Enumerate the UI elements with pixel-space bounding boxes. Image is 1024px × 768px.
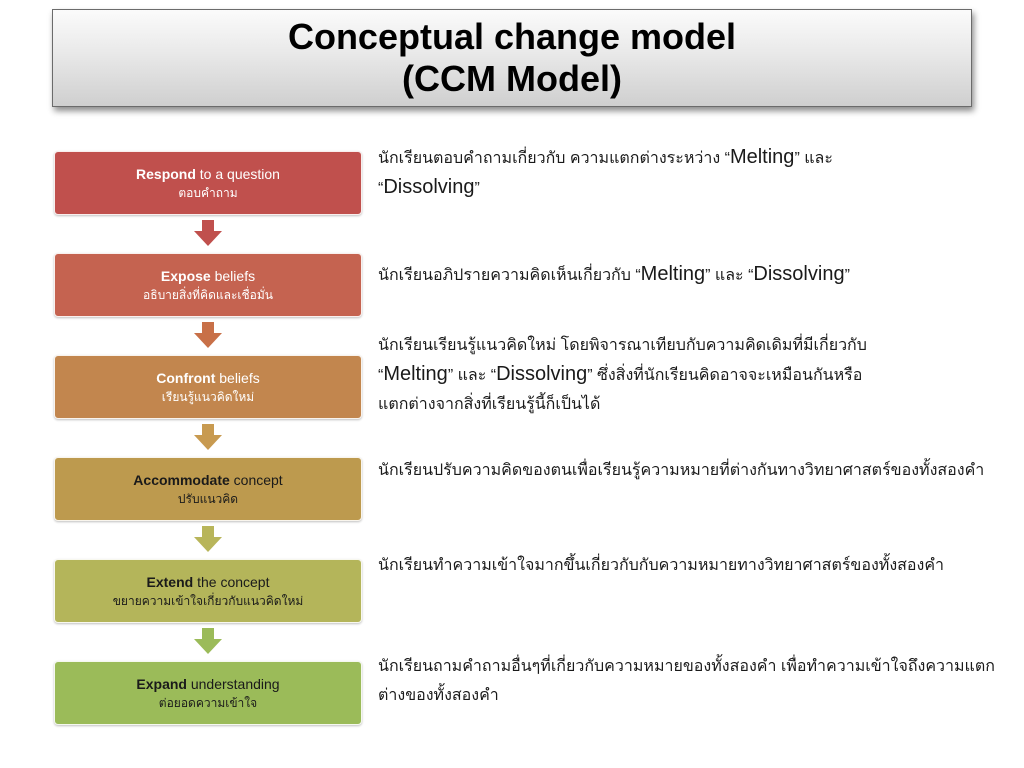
step-keyword: Extend xyxy=(146,574,194,590)
description-expose: นักเรียนอภิปรายความคิดเห็นเกี่ยวกับ “Mel… xyxy=(378,260,1003,290)
description-confront: นักเรียนเรียนรู้แนวคิดใหม่ โดยพิจารณาเที… xyxy=(378,331,1003,419)
description-expand: นักเรียนถามคำถามอื่นๆที่เกี่ยวกับความหมา… xyxy=(378,658,995,704)
step-keyword: Expand xyxy=(136,676,187,692)
desc-text: ” และ xyxy=(794,150,833,167)
desc-term: Dissolving xyxy=(496,363,588,385)
desc-text: ” และ “ xyxy=(705,267,754,284)
step-expand: Expand understanding ต่อยอดความเข้าใจ xyxy=(54,661,362,725)
desc-term: Melting xyxy=(729,146,795,168)
step-keyword: Confront xyxy=(156,370,216,386)
down-arrow-icon xyxy=(194,220,222,246)
title-box: Conceptual change model (CCM Model) xyxy=(52,9,972,107)
step-label: understanding xyxy=(186,676,280,692)
step-respond: Respond to a question ตอบคำถาม xyxy=(54,151,362,215)
step-extend: Extend the concept ขยายความเข้าใจเกี่ยวก… xyxy=(54,559,362,623)
desc-term: Dissolving xyxy=(753,263,845,285)
description-accommodate: นักเรียนปรับความคิดของตนเพื่อเรียนรู้ควา… xyxy=(378,462,985,479)
step-thai-label: ต่อยอดความเข้าใจ xyxy=(158,696,258,710)
desc-term: Dissolving xyxy=(383,176,475,198)
desc-text: ” xyxy=(844,267,850,284)
desc-text: นักเรียนตอบคำถามเกี่ยวกับ ความแตกต่างระห… xyxy=(378,150,730,167)
title-line-1: Conceptual change model xyxy=(287,16,737,57)
step-confront: Confront beliefs เรียนรู้แนวคิดใหม่ xyxy=(54,355,362,419)
step-thai-label: อธิบายสิ่งที่คิดและเชื่อมั่น xyxy=(143,288,273,302)
desc-text: นักเรียนอภิปรายความคิดเห็นเกี่ยวกับ “ xyxy=(378,267,641,284)
step-keyword: Accommodate xyxy=(133,472,230,488)
desc-text: ” และ “ xyxy=(447,367,497,384)
desc-text: ” xyxy=(474,180,480,197)
step-label: to a question xyxy=(195,166,280,182)
step-thai-label: ปรับแนวคิด xyxy=(177,492,239,506)
step-thai-label: ตอบคำถาม xyxy=(178,186,238,200)
step-thai-label: ขยายความเข้าใจเกี่ยวกับแนวคิดใหม่ xyxy=(112,594,304,608)
desc-text: “ xyxy=(378,180,384,197)
step-keyword: Expose xyxy=(160,268,211,284)
down-arrow-icon xyxy=(194,526,222,552)
desc-text: “ xyxy=(378,367,384,384)
description-respond: นักเรียนตอบคำถามเกี่ยวกับ ความแตกต่างระห… xyxy=(378,143,1003,203)
title-line-2: (CCM Model) xyxy=(402,58,622,99)
step-keyword: Respond xyxy=(136,166,196,182)
step-label: beliefs xyxy=(215,370,260,386)
step-label: the concept xyxy=(193,574,270,590)
down-arrow-icon xyxy=(194,424,222,450)
down-arrow-icon xyxy=(194,322,222,348)
step-label: concept xyxy=(229,472,283,488)
desc-text: นักเรียนเรียนรู้แนวคิดใหม่ โดยพิจารณาเที… xyxy=(378,337,867,354)
desc-term: Melting xyxy=(640,263,706,285)
description-extend: นักเรียนทำความเข้าใจมากขึ้นเกี่ยวกับกับค… xyxy=(378,557,945,574)
down-arrow-icon xyxy=(194,628,222,654)
desc-term: Melting xyxy=(383,363,448,385)
step-thai-label: เรียนรู้แนวคิดใหม่ xyxy=(161,390,255,404)
step-label: beliefs xyxy=(210,268,256,284)
step-expose: Expose beliefs อธิบายสิ่งที่คิดและเชื่อม… xyxy=(54,253,362,317)
step-accommodate: Accommodate concept ปรับแนวคิด xyxy=(54,457,362,521)
desc-text: ” ซึ่งสิ่งที่นักเรียนคิดอาจจะเหมือนกันหร… xyxy=(587,367,863,384)
desc-text: แตกต่างจากสิ่งที่เรียนรู้นี้ก็เป็นได้ xyxy=(378,396,601,413)
